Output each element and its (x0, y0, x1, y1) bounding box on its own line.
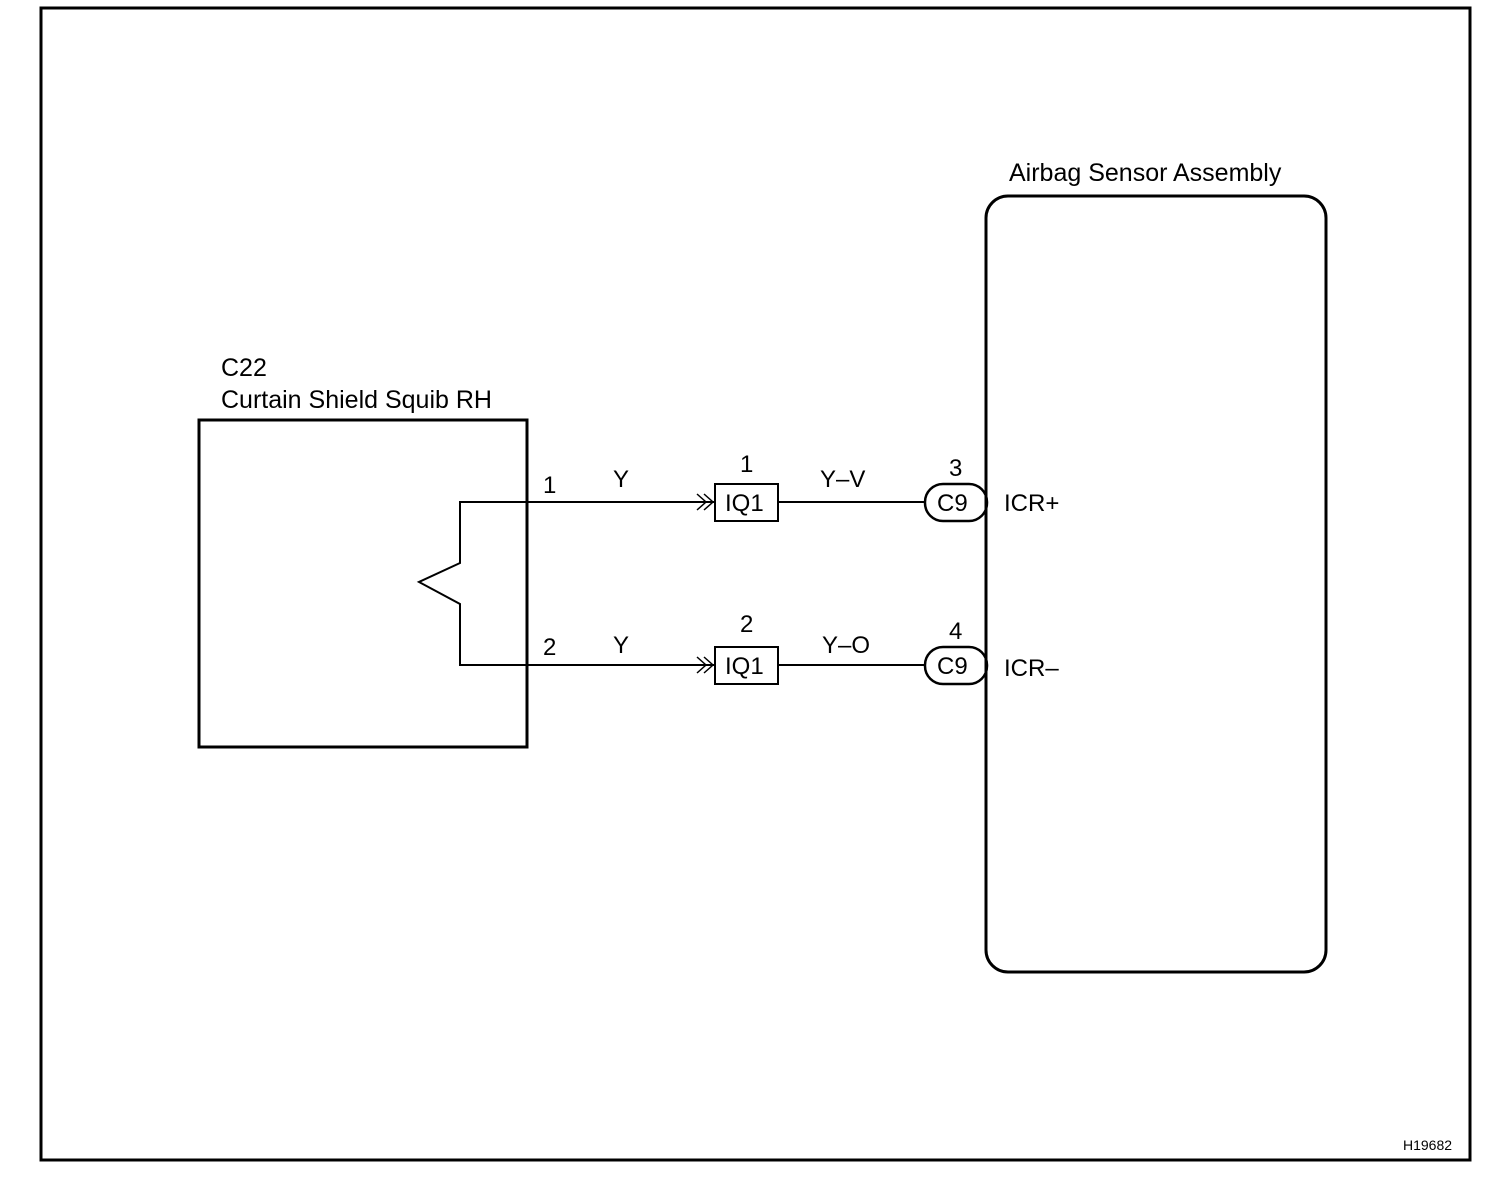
squib-pin-label: 2 (543, 634, 556, 661)
ecu-pin-label: 3 (949, 455, 962, 482)
ecu-connector-box (923, 482, 989, 523)
figure-id: H19682 (1403, 1137, 1452, 1153)
sensor-name: Airbag Sensor Assembly (1009, 159, 1282, 187)
squib-box (197, 418, 529, 749)
ecu-connector-label: C9 (937, 490, 968, 517)
circuit-icr-plus: 1 Y 1 IQ1 Y–V 3 C9 ICR+ (527, 451, 1059, 523)
terminal-label: ICR+ (1004, 490, 1059, 517)
wire-color-label: Y–O (822, 632, 870, 659)
squib-element (416, 501, 527, 666)
junction-connector-label: IQ1 (725, 490, 764, 517)
wire-color-label: Y–V (820, 466, 865, 493)
ecu-connector-box (923, 645, 989, 686)
wire-color-label: Y (613, 632, 629, 659)
squib-pin-label: 1 (543, 472, 556, 499)
junction-connector-label: IQ1 (725, 653, 764, 680)
sensor-box (984, 194, 1328, 974)
ecu-pin-label: 4 (949, 618, 962, 645)
circuit-icr-minus: 2 Y 2 IQ1 Y–O 4 C9 ICR– (527, 611, 1059, 686)
diagram-frame (39, 6, 1472, 1162)
ecu-connector-label: C9 (937, 653, 968, 680)
junction-pin-label: 2 (740, 611, 753, 638)
junction-pin-label: 1 (740, 451, 753, 478)
squib-name: Curtain Shield Squib RH (221, 386, 492, 414)
squib-code: C22 (221, 354, 267, 382)
terminal-label: ICR– (1004, 655, 1059, 682)
wire-color-label: Y (613, 466, 629, 493)
connector-arrow-icon (696, 656, 715, 674)
connector-arrow-icon (696, 493, 715, 511)
